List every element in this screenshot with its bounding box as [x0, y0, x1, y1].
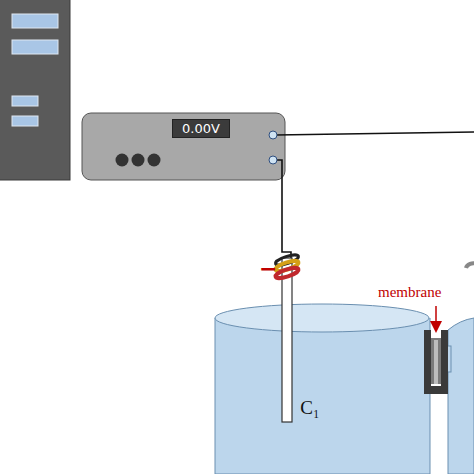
membrane-label: membrane [378, 284, 441, 301]
node-text: 0.00V [177, 121, 225, 136]
tank-label: C₁ [295, 396, 325, 420]
node-text: C₁ [299, 397, 321, 419]
polarity-sign: − [259, 256, 277, 281]
voltmeter-display: 0.00V [172, 119, 230, 138]
